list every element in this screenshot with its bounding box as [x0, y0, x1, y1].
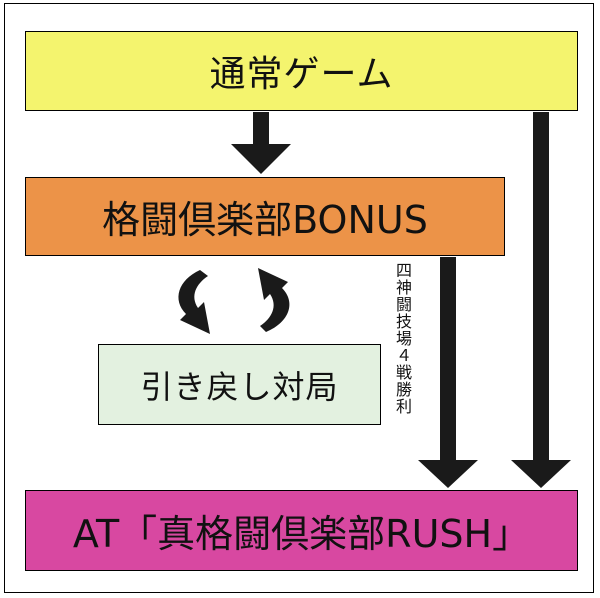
arrow-bonus-to-rush: [418, 257, 478, 488]
node-normal-game: 通常ゲーム: [25, 31, 578, 111]
arrow-normal-to-rush: [511, 112, 571, 488]
node-normal-game-label: 通常ゲーム: [209, 54, 394, 95]
node-rewind-battle-label: 引き戻し対局: [140, 367, 339, 406]
node-rewind-battle: 引き戻し対局: [98, 344, 381, 425]
curved-arrow-bonus-to-rewind: [178, 270, 210, 334]
diagram-frame: [4, 3, 594, 593]
node-bonus-label: 格闘倶楽部BONUS: [102, 198, 428, 242]
arrow-normal-to-bonus: [231, 112, 291, 174]
edge-label-bonus-to-rush: 四神闘技場４戦勝利: [393, 262, 412, 415]
node-at-rush-label: AT「真格闘倶楽部RUSH」: [72, 512, 531, 556]
node-at-rush: AT「真格闘倶楽部RUSH」: [25, 490, 578, 571]
curved-arrow-rewind-to-bonus: [258, 268, 290, 332]
node-bonus: 格闘倶楽部BONUS: [25, 177, 505, 256]
